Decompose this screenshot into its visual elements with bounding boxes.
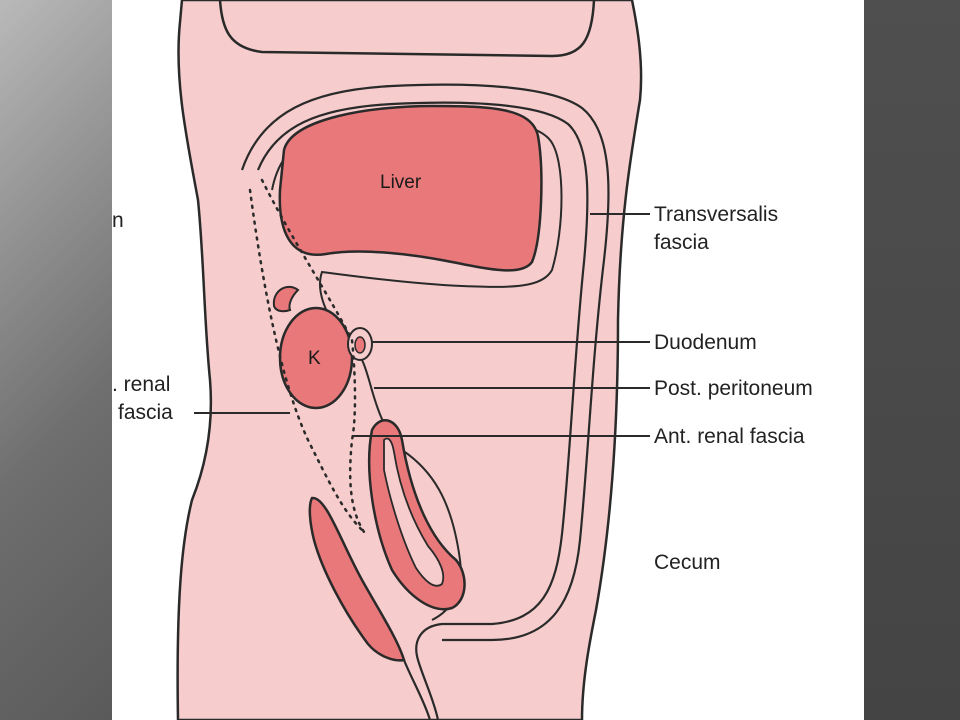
abdominal-cross-section-diagram [176, 0, 650, 720]
liver-shape [278, 104, 543, 272]
kidney-label: K [308, 348, 321, 369]
post-renal-fascia-label-line2: fascia [118, 401, 173, 424]
liver-label: Liver [380, 172, 422, 193]
cecum-label: Cecum [654, 551, 721, 574]
left-backdrop [0, 0, 112, 720]
post-peritoneum-label: Post. peritoneum [654, 377, 813, 400]
transversalis-label-line2: fascia [654, 231, 709, 254]
lower-peritoneal-fold-2 [415, 622, 443, 720]
posterior-renal-fascia-dotted [248, 188, 364, 532]
transversalis-fascia-inner [256, 101, 589, 626]
lower-wall-organ [308, 496, 406, 662]
right-backdrop [864, 0, 960, 720]
transversalis-fascia-outer [240, 83, 610, 642]
transversalis-label-line1: Transversalis [654, 203, 779, 226]
duodenum-label: Duodenum [654, 331, 757, 354]
lower-peritoneal-fold [402, 659, 432, 720]
anterior-renal-fascia-dotted [260, 178, 366, 534]
adrenal-shape [272, 285, 300, 313]
ant-renal-fascia-label: Ant. renal fascia [654, 425, 805, 448]
post-renal-fascia-label-line1: . renal [112, 373, 171, 396]
duodenum-lumen [354, 336, 366, 354]
diagram-panel: Liver K Transversalis fascia Duodenum Po… [112, 0, 864, 720]
cecum-lumen [383, 437, 445, 587]
upper-band [218, 0, 596, 58]
cropped-label-fragment: n [112, 209, 124, 232]
